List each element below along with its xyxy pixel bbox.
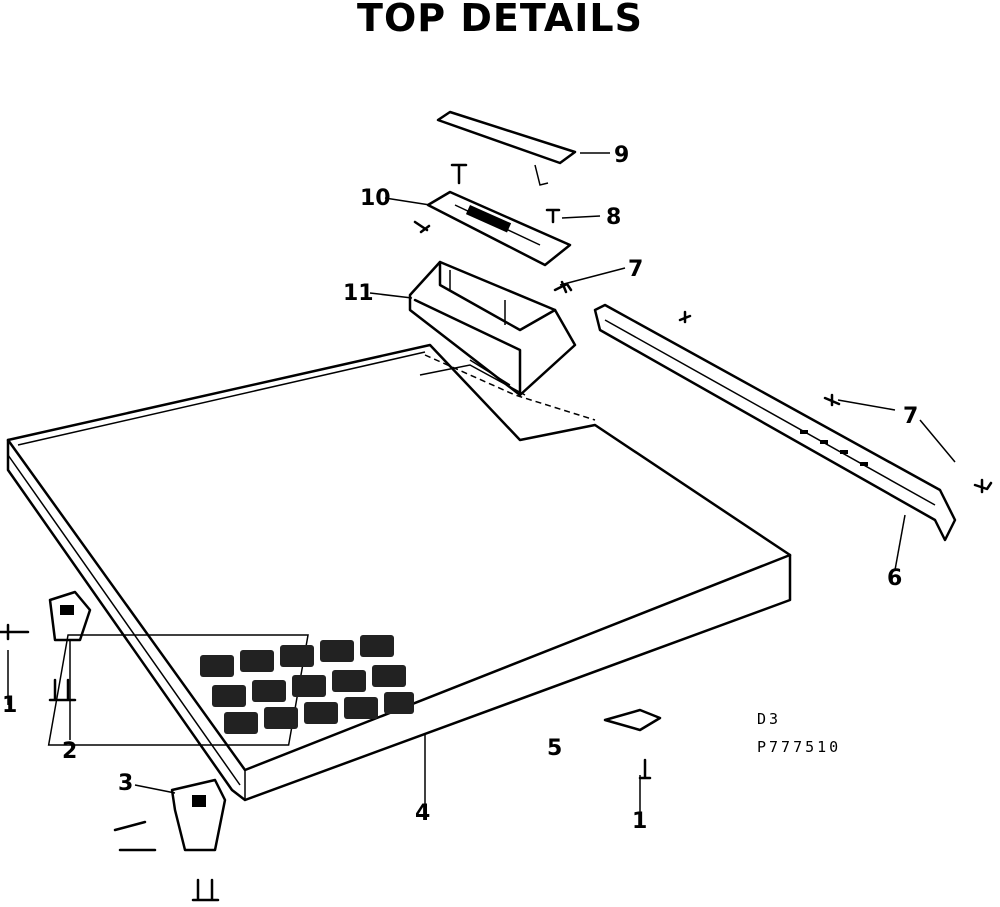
hinge-bracket-left <box>0 590 92 702</box>
callout-7-right: 7 <box>903 404 918 429</box>
top-panel <box>6 343 792 802</box>
callout-10: 10 <box>360 186 391 211</box>
callout-1-right: 1 <box>632 809 647 834</box>
page-title: TOP DETAILS <box>357 0 643 40</box>
keypad-grid <box>47 634 414 746</box>
callout-6: 6 <box>887 566 902 591</box>
page-code-line2: P777510 <box>757 738 841 756</box>
callout-2: 2 <box>62 739 77 764</box>
callout-1-left: 1 <box>2 693 17 718</box>
leader-lines <box>7 152 956 820</box>
callout-9: 9 <box>614 143 629 168</box>
callout-5: 5 <box>547 736 562 761</box>
control-housing <box>408 260 577 397</box>
callout-3: 3 <box>118 771 133 796</box>
callout-4: 4 <box>415 801 430 826</box>
small-screws <box>450 163 692 324</box>
hinge-bracket-bottom <box>113 778 227 902</box>
callout-11: 11 <box>343 281 374 306</box>
callout-7-top: 7 <box>628 257 643 282</box>
callout-8: 8 <box>606 205 621 230</box>
page-code-line1: D3 <box>757 710 781 728</box>
clip-part-5 <box>603 708 662 780</box>
cover-plate <box>436 110 577 186</box>
control-board <box>413 190 572 267</box>
side-rail <box>593 303 993 542</box>
